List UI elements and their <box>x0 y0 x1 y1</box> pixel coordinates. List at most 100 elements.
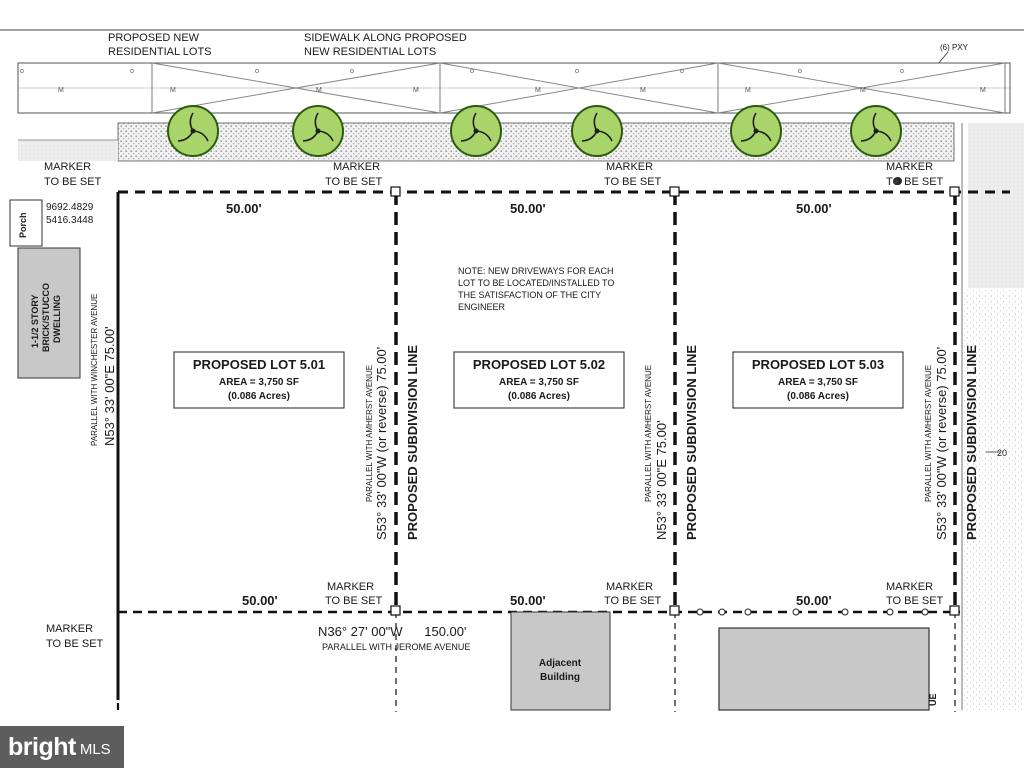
fence-post <box>921 608 929 616</box>
sidewalk-mark: M <box>860 87 866 94</box>
sidewalk-mark: M <box>980 87 986 94</box>
marker-label: MARKER <box>333 161 380 173</box>
lot-width-label: 50.00' <box>510 201 546 216</box>
subdivision-line-label: PROPOSED SUBDIVISION LINE <box>964 345 979 540</box>
marker-label: TO BE SET <box>604 176 662 188</box>
lot-acres: (0.086 Acres) <box>787 391 849 402</box>
marker-label: TO BE SET <box>886 595 944 607</box>
sidewalk-mark: o <box>575 68 579 75</box>
marker-label: TO BE SET <box>44 176 102 188</box>
sidewalk-crossing-lines <box>151 62 1006 114</box>
fence-post <box>841 608 849 616</box>
jerome-parallel-label: PARALLEL WITH JEROME AVENUE <box>322 642 470 652</box>
marker-label: MARKER <box>44 161 91 173</box>
sidewalk-mark: M <box>413 87 419 94</box>
planting-strip <box>117 122 955 162</box>
dwelling-label-line: 1-1/2 STORY <box>30 294 40 348</box>
amherst-parallel-label: PARALLEL WITH AMHERST AVENUE <box>644 365 653 502</box>
edge-fragment-label: UE <box>928 693 938 706</box>
marker-square <box>390 605 401 616</box>
marker-label: TO BE SET <box>325 176 383 188</box>
sidewalk-mark: o <box>900 68 904 75</box>
lot-width-label: 50.00' <box>796 201 832 216</box>
corner-markers <box>390 186 960 616</box>
note-line: ENGINEER <box>458 302 506 312</box>
tree-icon <box>730 105 782 157</box>
dwelling-label-line: DWELLING <box>52 295 62 343</box>
curb-strip-left <box>18 140 118 161</box>
subdivision-line-label: PROPOSED SUBDIVISION LINE <box>405 345 420 540</box>
marker-dot <box>894 177 902 185</box>
sidewalk-mark: o <box>680 68 684 75</box>
sidewalk-mark: o <box>255 68 259 75</box>
fence-post <box>792 608 800 616</box>
sidewalk-mark: M <box>640 87 646 94</box>
lot-acres: (0.086 Acres) <box>508 391 570 402</box>
lot-name: PROPOSED LOT 5.01 <box>193 357 325 372</box>
marker-square <box>669 186 680 197</box>
marker-square <box>949 605 960 616</box>
lots-label-line1: PROPOSED NEW <box>108 32 200 44</box>
tree-icon <box>450 105 502 157</box>
watermark-bright: bright <box>8 732 76 761</box>
west-parallel-label: PARALLEL WITH WINCHESTER AVENUE <box>90 294 99 446</box>
adjacent-building <box>510 611 611 711</box>
sidewalk-mark: M <box>535 87 541 94</box>
lot-area: AREA = 3,750 SF <box>778 377 858 388</box>
street-trees <box>167 105 902 157</box>
fence-post <box>744 608 752 616</box>
lot-width-label: 50.00' <box>242 593 278 608</box>
tree-icon <box>850 105 902 157</box>
driveway-note: NOTE: NEW DRIVEWAYS FOR EACH LOT TO BE L… <box>458 266 614 312</box>
lot-area: AREA = 3,750 SF <box>499 377 579 388</box>
lot-width-label: 50.00' <box>796 593 832 608</box>
lot-width-label: 50.00' <box>510 593 546 608</box>
lot-width-label: 50.00' <box>226 201 262 216</box>
lot-box-5-02: PROPOSED LOT 5.02 AREA = 3,750 SF (0.086… <box>453 351 625 409</box>
note-line: LOT TO BE LOCATED/INSTALLED TO <box>458 278 614 288</box>
marker-label: TO BE SET <box>886 176 944 188</box>
marker-square <box>669 605 680 616</box>
dwelling-label-line: BRICK/STUCCO <box>41 283 51 352</box>
sidewalk-mark: o <box>130 68 134 75</box>
west-bearing-label: N53° 33' 00"E 75.00' <box>102 326 117 446</box>
bright-mls-watermark: bright MLS <box>0 726 124 768</box>
coord-line1: 9692.4829 <box>46 202 94 213</box>
sidewalk-label-line2: NEW RESIDENTIAL LOTS <box>304 46 436 58</box>
marker-label: MARKER <box>606 581 653 593</box>
lot-area: AREA = 3,750 SF <box>219 377 299 388</box>
adjacent-building-right <box>718 627 930 711</box>
south-bearing-label: N36° 27' 00"W 150.00' <box>318 624 466 639</box>
sidewalk-mark: o <box>798 68 802 75</box>
right-side-area <box>968 123 1024 288</box>
marker-label: TO BE SET <box>325 595 383 607</box>
sub-bearing-label: N53° 33' 00"E 75.00' <box>654 420 669 540</box>
marker-labels: MARKER TO BE SET MARKER TO BE SET MARKER… <box>44 161 944 650</box>
marker-square <box>390 186 401 197</box>
marker-label: MARKER <box>606 161 653 173</box>
marker-label: MARKER <box>886 161 933 173</box>
marker-label: MARKER <box>46 623 93 635</box>
amherst-parallel-label: PARALLEL WITH AMHERST AVENUE <box>924 365 933 502</box>
coord-line2: 5416.3448 <box>46 215 94 226</box>
amherst-parallel-label: PARALLEL WITH AMHERST AVENUE <box>365 365 374 502</box>
adjacent-building-label: Building <box>540 672 580 683</box>
tree-icon <box>571 105 623 157</box>
sidewalk-mark: o <box>350 68 354 75</box>
sidewalk-mark: M <box>170 87 176 94</box>
watermark-mls: MLS <box>79 740 111 758</box>
marker-label: TO BE SET <box>46 638 104 650</box>
sidewalk-mark: M <box>745 87 751 94</box>
dwelling-label: 1-1/2 STORY BRICK/STUCCO DWELLING <box>30 283 62 352</box>
lots-label-line2: RESIDENTIAL LOTS <box>108 46 212 58</box>
sidewalk-mark: M <box>316 87 322 94</box>
subdivision-line-label: PROPOSED SUBDIVISION LINE <box>684 345 699 540</box>
edge-number: 20 <box>997 448 1007 458</box>
dwelling-building <box>17 247 81 379</box>
right-side-area-lower <box>962 290 1024 710</box>
fence-post <box>886 608 894 616</box>
pxy-label: (6) PXY <box>940 43 969 52</box>
fence-posts <box>696 608 929 616</box>
